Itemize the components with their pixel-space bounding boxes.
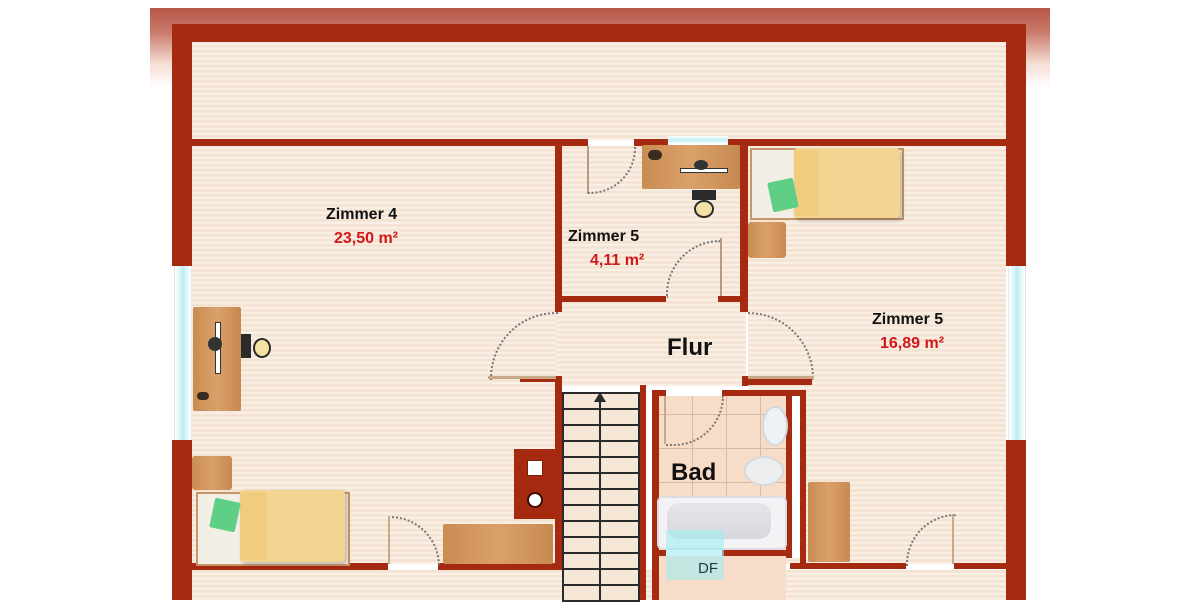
hallway-floor xyxy=(556,296,746,386)
chair-zimmer4 xyxy=(241,332,271,362)
room-area-zimmer-5-small: 4,11 m² xyxy=(590,252,645,269)
door-leaf-zimmer4-bottom xyxy=(388,516,390,564)
wall-zimmer4-right-lower xyxy=(555,376,562,570)
nightstand-zimmer5 xyxy=(748,222,786,258)
sink xyxy=(762,406,788,446)
wall-zimmer4-right-upper xyxy=(555,146,562,312)
interior-wall-top-mid xyxy=(634,139,668,146)
wall-bad-top-left xyxy=(652,390,666,396)
monitor-base-zimmer5-small xyxy=(694,160,708,170)
wall-zimmer4-bottom-left xyxy=(192,563,388,570)
wall-bad-right-outer xyxy=(800,390,806,568)
window-left xyxy=(174,266,192,440)
wardrobe-zimmer5 xyxy=(808,482,850,562)
wall-small-room-bottom-right xyxy=(718,296,742,302)
room-label-zimmer-4: Zimmer 4 xyxy=(326,206,398,223)
wall-small-room-bottom-left xyxy=(562,296,666,302)
wall-bad-bottom-right xyxy=(722,550,792,556)
outer-wall-left-upper xyxy=(172,24,192,266)
wall-bad-left xyxy=(652,390,659,600)
wall-small-room-inner-jamb xyxy=(720,238,722,296)
room-label-bad: Bad xyxy=(671,459,717,486)
bed-fold-zimmer4 xyxy=(240,492,266,560)
chimney-flue-round xyxy=(527,492,543,508)
wall-zimmer5-bottom-left xyxy=(790,563,906,569)
outer-wall-right-upper xyxy=(1006,24,1026,266)
wall-bad-top-right xyxy=(722,390,806,396)
room-label-flur: Flur xyxy=(667,334,713,361)
shelf-zimmer4 xyxy=(443,524,553,564)
wall-hall-bottom-right xyxy=(742,378,812,385)
staircase xyxy=(562,392,640,602)
wall-bad-right xyxy=(786,390,792,558)
outer-wall-right-lower xyxy=(1006,440,1026,600)
door-leaf-hall-right xyxy=(748,376,814,379)
interior-wall-top-left xyxy=(192,139,588,146)
phone-zimmer4 xyxy=(197,392,209,400)
door-leaf-bad xyxy=(664,396,666,444)
nightstand-zimmer4 xyxy=(192,456,232,490)
door-leaf-zimmer5-bottom xyxy=(952,514,954,564)
interior-wall-top-right xyxy=(728,139,1006,146)
wall-zimmer4-bottom-right xyxy=(438,563,556,570)
toilet xyxy=(744,456,784,486)
wall-zimmer5-bottom-right xyxy=(954,563,1006,569)
room-area-zimmer-5-large: 16,89 m² xyxy=(880,335,945,352)
stairs-up-arrow-icon xyxy=(594,392,606,402)
chimney-flue-square xyxy=(527,460,543,476)
phone-zimmer5-small xyxy=(648,150,662,160)
attic-floor xyxy=(192,42,1006,140)
room-label-zimmer-5-small: Zimmer 5 xyxy=(568,228,640,245)
stairs-direction-line xyxy=(599,400,601,600)
skylight-label: DF xyxy=(698,560,718,577)
monitor-base-zimmer4 xyxy=(208,337,222,351)
outer-wall-left-lower xyxy=(172,440,192,600)
wall-stairs-hall-right xyxy=(640,385,646,600)
chair-zimmer5-small xyxy=(690,190,722,224)
window-top-small-room xyxy=(668,136,728,144)
door-leaf-hall-left xyxy=(488,376,556,379)
window-right xyxy=(1008,266,1026,440)
wall-bad-bottom-left xyxy=(652,550,666,556)
wall-zimmer5-left-upper xyxy=(742,146,748,312)
outer-wall-top xyxy=(172,24,1026,42)
bad-wall-gap xyxy=(792,396,800,558)
skylight xyxy=(666,530,724,580)
room-area-zimmer-4: 23,50 m² xyxy=(334,230,399,247)
room-label-zimmer-5-large: Zimmer 5 xyxy=(872,311,944,328)
